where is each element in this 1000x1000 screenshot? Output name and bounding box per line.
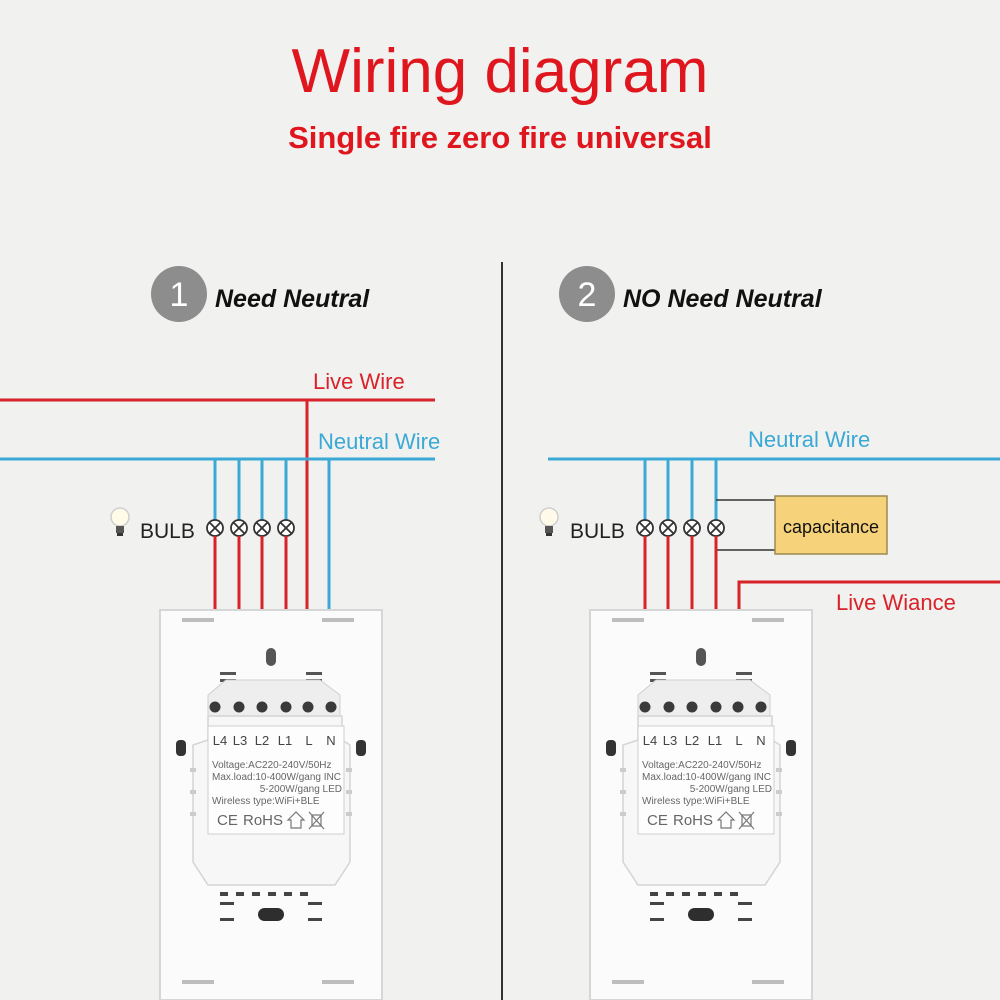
spec-line: Wireless type:WiFi+BLE bbox=[642, 796, 750, 807]
panel-1-spec-text: Voltage:AC220-240V/50Hz Max.load:10-400W… bbox=[212, 760, 342, 829]
lightbulb-icon bbox=[539, 507, 559, 536]
spec-line: Max.load:10-400W/gang INC bbox=[642, 772, 771, 783]
lightbulb-icon bbox=[110, 507, 130, 536]
panel-2-terminal-labels: L4 L3 L2 L1 L N bbox=[643, 733, 766, 748]
page-subtitle: Single fire zero fire universal bbox=[288, 120, 712, 155]
panel-need-neutral: 1 Need Neutral Live Wire Neutral Wire BU… bbox=[0, 266, 440, 1000]
terminal-label: L bbox=[735, 733, 742, 748]
terminal-label: N bbox=[326, 733, 335, 748]
panel-2-capacitor-wiring bbox=[716, 499, 775, 551]
lamp-symbol-icon bbox=[683, 519, 701, 537]
lamp-symbol-icon bbox=[659, 519, 677, 537]
lamp-symbol-icon bbox=[636, 519, 654, 537]
panel-2-neutral-label: Neutral Wire bbox=[748, 427, 870, 452]
terminal-label: L4 bbox=[643, 733, 657, 748]
spec-line: 5-200W/gang LED bbox=[690, 784, 772, 795]
panel-1-terminal-labels: L4 L3 L2 L1 L N bbox=[213, 733, 336, 748]
ce-mark: CE bbox=[647, 812, 668, 829]
panel-1-bulb-label: BULB bbox=[140, 520, 195, 543]
step-2-badge bbox=[559, 266, 615, 322]
spec-line: Voltage:AC220-240V/50Hz bbox=[212, 760, 332, 771]
spec-line: Wireless type:WiFi+BLE bbox=[212, 796, 320, 807]
panel-2-bulb-label: BULB bbox=[570, 520, 625, 543]
terminal-label: L1 bbox=[708, 733, 722, 748]
terminal-label: L4 bbox=[213, 733, 227, 748]
step-2-number: 2 bbox=[578, 276, 597, 314]
rohs-mark: RoHS bbox=[673, 812, 713, 829]
spec-line: Voltage:AC220-240V/50Hz bbox=[642, 760, 762, 771]
terminal-label: L1 bbox=[278, 733, 292, 748]
capacitor-box bbox=[774, 495, 888, 555]
page-title: Wiring diagram bbox=[292, 37, 709, 106]
spec-line: 5-200W/gang LED bbox=[260, 784, 342, 795]
terminal-label: N bbox=[756, 733, 765, 748]
panel-2-live-label: Live Wiance bbox=[836, 590, 956, 615]
lamp-symbol-icon bbox=[230, 519, 248, 537]
panel-no-need-neutral: 2 NO Need Neutral Neutral Wire capacitan… bbox=[539, 266, 1000, 1000]
panel-2-lamp-symbols bbox=[636, 519, 725, 537]
panel-1-lamp-symbols bbox=[206, 519, 295, 537]
terminal-label: L2 bbox=[255, 733, 269, 748]
step-1-badge bbox=[151, 266, 207, 322]
terminal-label: L3 bbox=[233, 733, 247, 748]
panel-1-heading: Need Neutral bbox=[215, 285, 370, 313]
panel-1-neutral-label: Neutral Wire bbox=[318, 429, 440, 454]
step-1-number: 1 bbox=[170, 276, 189, 314]
terminal-label: L bbox=[305, 733, 312, 748]
lamp-symbol-icon bbox=[206, 519, 224, 537]
terminal-label: L2 bbox=[685, 733, 699, 748]
lamp-symbol-icon bbox=[277, 519, 295, 537]
lamp-symbol-icon bbox=[707, 519, 725, 537]
rohs-mark: RoHS bbox=[243, 812, 283, 829]
panel-1-live-label: Live Wire bbox=[313, 369, 405, 394]
ce-mark: CE bbox=[217, 812, 238, 829]
panel-2-spec-text: Voltage:AC220-240V/50Hz Max.load:10-400W… bbox=[642, 760, 772, 829]
panel-2-heading: NO Need Neutral bbox=[623, 285, 823, 313]
capacitor-label: capacitance bbox=[783, 517, 879, 537]
terminal-label: L3 bbox=[663, 733, 677, 748]
spec-line: Max.load:10-400W/gang INC bbox=[212, 772, 341, 783]
lamp-symbol-icon bbox=[253, 519, 271, 537]
